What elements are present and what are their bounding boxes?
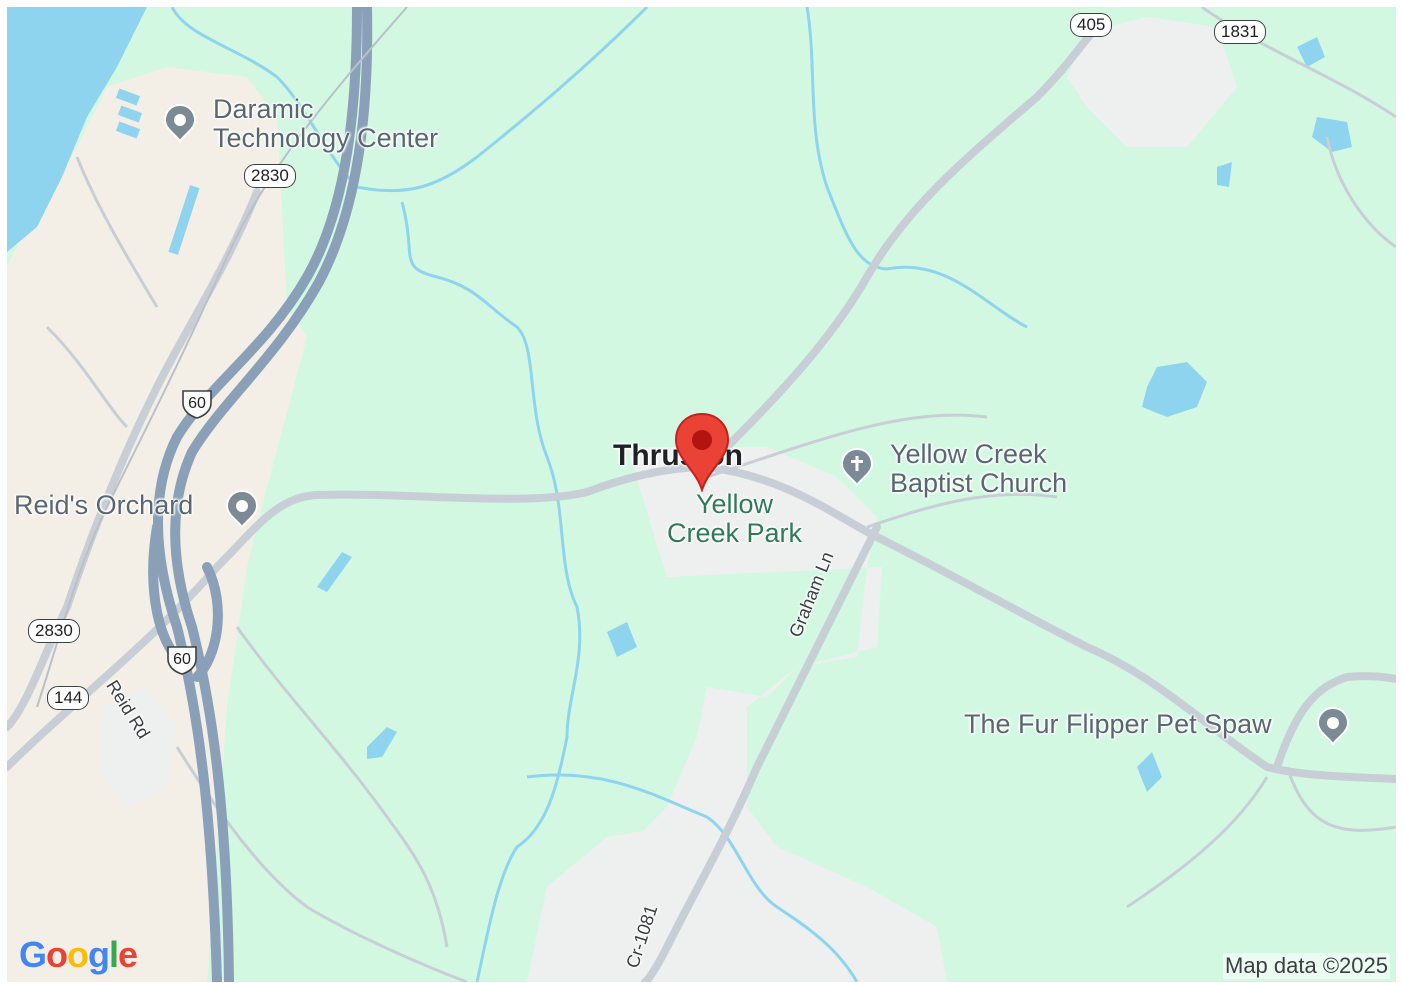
river [7,7,147,252]
daramic-line1: Daramic [213,94,314,124]
route-shield-405: 405 [1070,13,1113,37]
rail-line [36,7,408,708]
residential-area [102,687,177,807]
church-line2: Baptist Church [890,468,1068,499]
streams [170,7,1028,982]
map-pin-icon[interactable] [163,103,197,143]
poi-label-fur-flipper[interactable]: The Fur Flipper Pet Spaw [964,709,1272,739]
map-base-layer [7,7,1396,982]
pond [317,552,352,592]
map-attribution[interactable]: Map data ©2025 [1223,953,1390,979]
pond [367,727,397,759]
map-pin-icon[interactable] [225,489,259,529]
park-line2: Creek Park [667,518,803,549]
minor-roads [45,7,1396,982]
church-cross-icon[interactable] [840,447,874,487]
park-line1: Yellow [695,489,774,519]
pond [1297,37,1325,67]
pond [1137,752,1162,792]
poi-label-reids-orchard[interactable]: Reid's Orchard [14,490,194,520]
us-60-top-number: 60 [188,395,206,412]
daramic-line2: Technology Center [213,123,439,154]
route-shield-1831: 1831 [1214,20,1266,44]
route-shield-144: 144 [47,686,90,710]
pond [607,622,637,657]
poi-label-yellow-creek-church[interactable]: Yellow Creek Baptist Church [890,439,1068,499]
poi-label-daramic[interactable]: Daramic Technology Center [213,94,439,154]
pond [1142,362,1207,417]
us-route-shield-60-bottom: 60 [165,645,199,675]
route-shield-2830-top: 2830 [244,164,296,188]
park-label-yellow-creek[interactable]: Yellow Creek Park [667,489,803,549]
water-tanks [115,88,200,255]
us-route-shield-60-top: 60 [180,389,214,419]
map-pin-icon[interactable] [1316,706,1350,746]
pond [1217,162,1232,187]
red-location-pin-icon[interactable] [672,410,732,492]
residential-area [527,827,947,982]
map-canvas[interactable]: Daramic Technology Center Reid's Orchard… [7,7,1396,982]
church-line1: Yellow Creek [890,439,1047,469]
route-shield-2830-left: 2830 [28,619,80,643]
pond [1312,117,1352,152]
google-logo: Google [19,934,138,975]
us-60-bottom-number: 60 [173,651,191,668]
residential-area [1067,17,1237,147]
